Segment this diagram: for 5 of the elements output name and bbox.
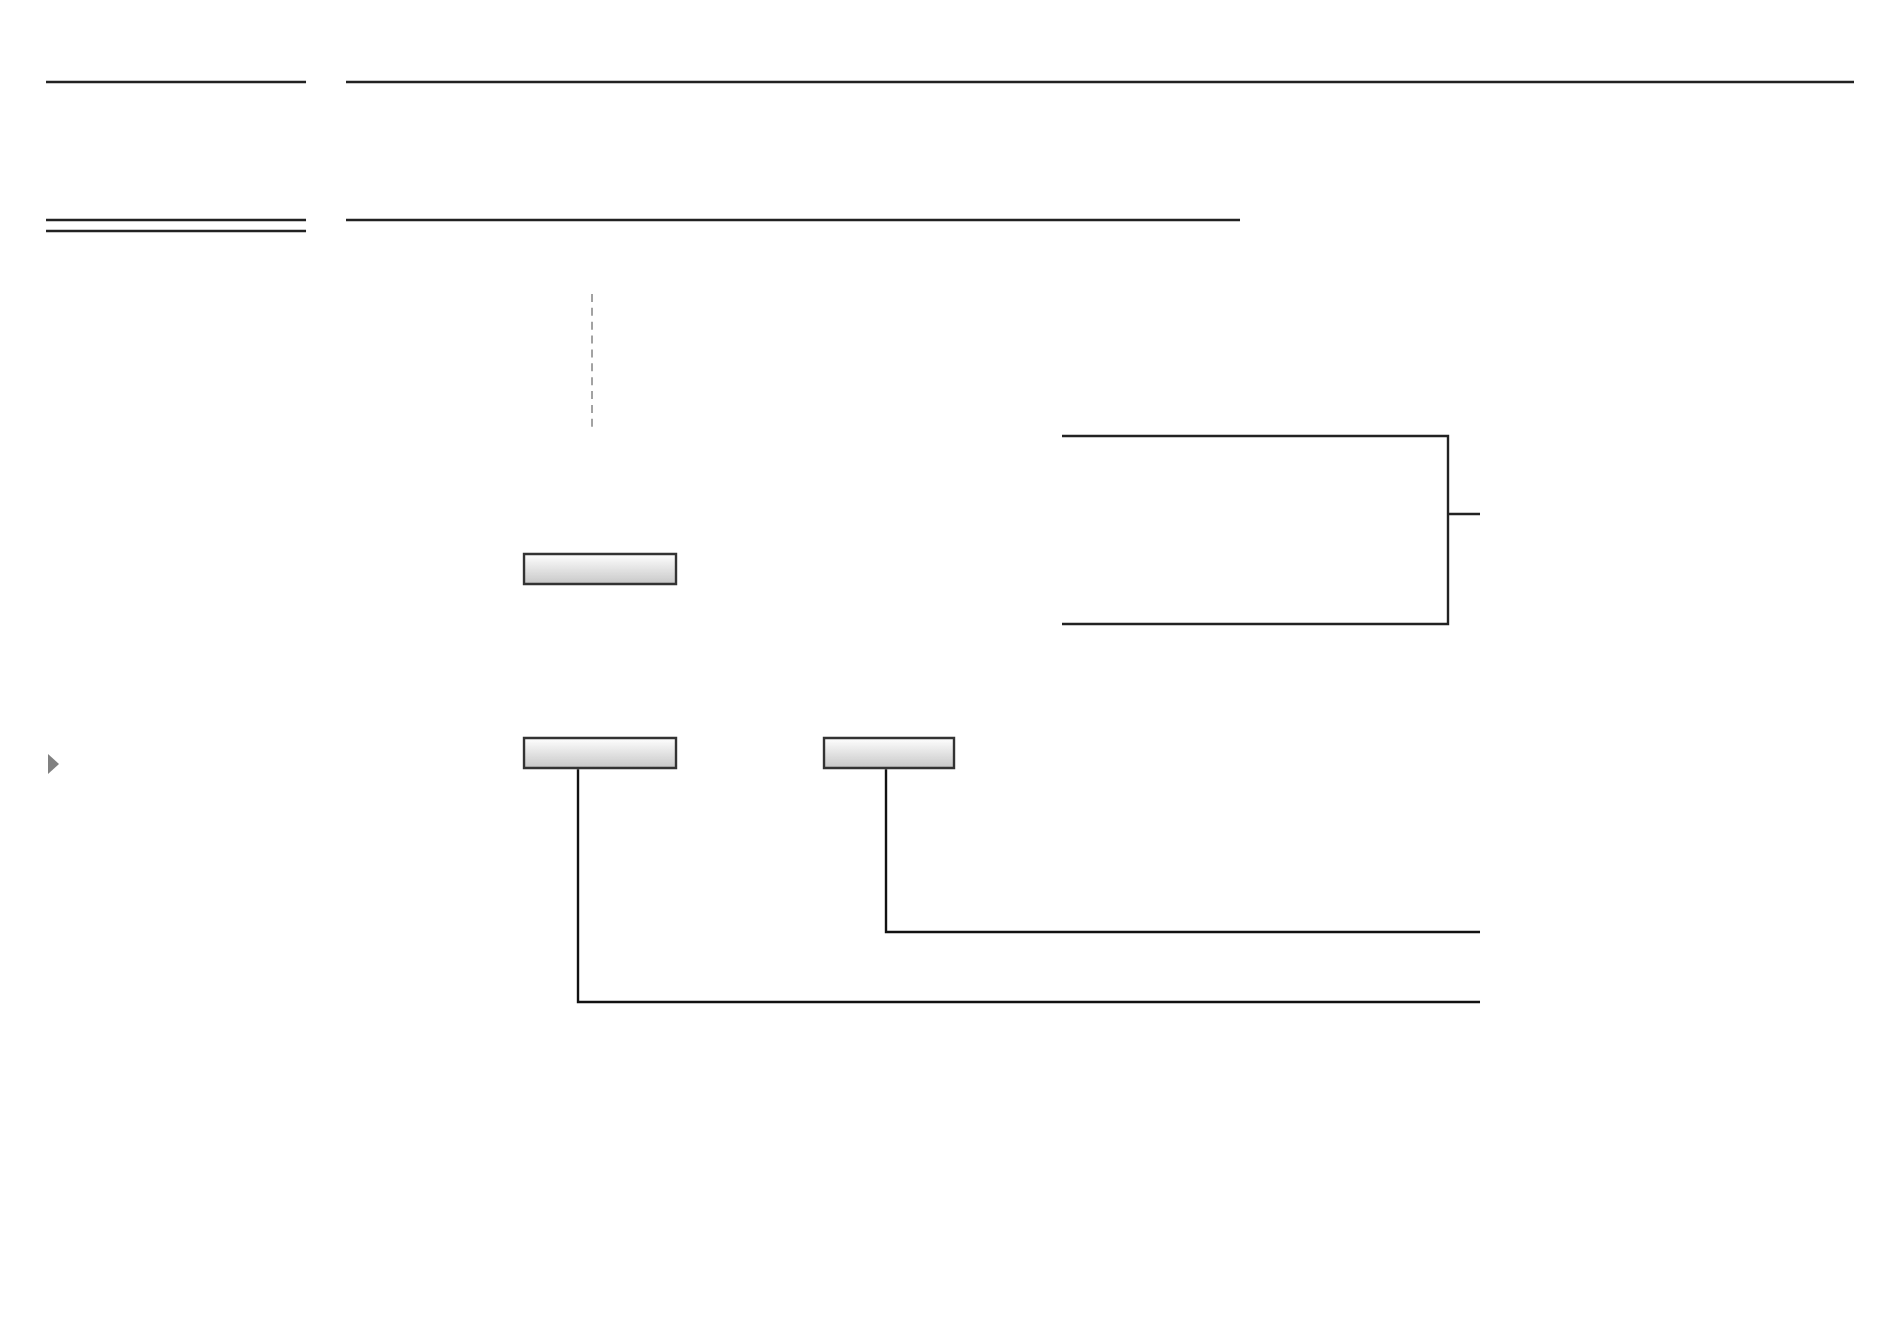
leader-line	[884, 769, 1480, 934]
blank-box	[522, 736, 678, 770]
blank-box	[522, 552, 678, 586]
blank-box	[822, 736, 956, 770]
leader-line	[576, 769, 1480, 1004]
